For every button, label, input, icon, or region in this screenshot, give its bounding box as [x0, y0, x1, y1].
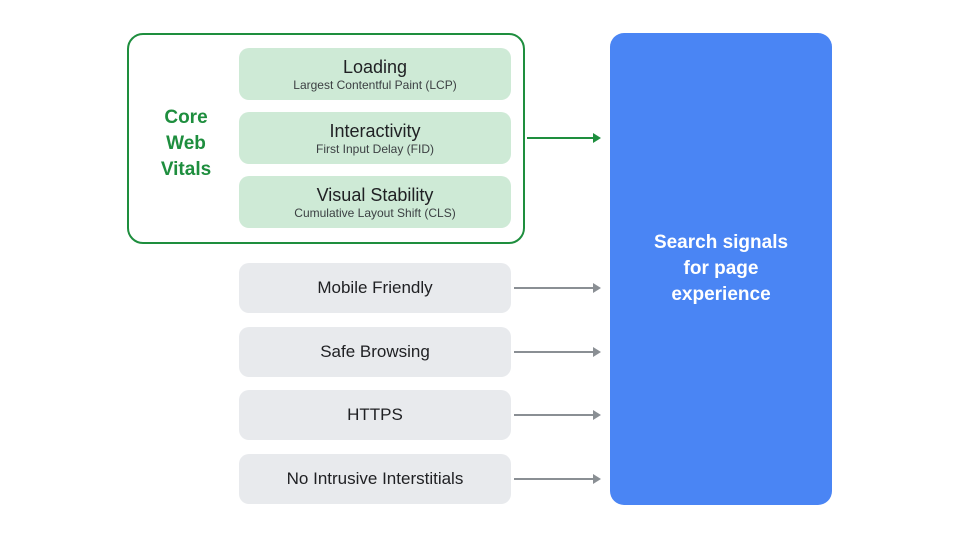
signal-pill-mobile-friendly: Mobile Friendly	[239, 263, 511, 313]
vital-subtitle-lcp: Largest Contentful Paint (LCP)	[293, 77, 457, 92]
signal-pill-https: HTTPS	[239, 390, 511, 440]
arrow-safe-browsing	[514, 347, 601, 357]
vital-pill-interactivity: Interactivity First Input Delay (FID)	[239, 112, 511, 164]
arrow-core-web-vitals	[527, 133, 601, 143]
vital-subtitle-fid: First Input Delay (FID)	[315, 141, 435, 156]
arrow-mobile-friendly	[514, 283, 601, 293]
result-box: Search signals for page experience	[610, 33, 832, 505]
vital-pill-visual-stability: Visual Stability Cumulative Layout Shift…	[239, 176, 511, 228]
result-label: Search signals for page experience	[653, 232, 789, 305]
vital-title-visual-stability: Visual Stability	[316, 184, 434, 205]
arrow-no-intrusive-interstitials	[514, 474, 601, 484]
arrow-https	[514, 410, 601, 420]
vital-pill-loading: Loading Largest Contentful Paint (LCP)	[239, 48, 511, 100]
signal-pill-no-intrusive-interstitials: No Intrusive Interstitials	[239, 454, 511, 504]
vital-title-loading: Loading	[342, 56, 408, 77]
vital-subtitle-cls: Cumulative Layout Shift (CLS)	[294, 205, 456, 220]
vital-title-interactivity: Interactivity	[329, 120, 421, 141]
core-web-vitals-label: Core Web Vitals	[160, 107, 212, 180]
signal-pill-safe-browsing: Safe Browsing	[239, 327, 511, 377]
